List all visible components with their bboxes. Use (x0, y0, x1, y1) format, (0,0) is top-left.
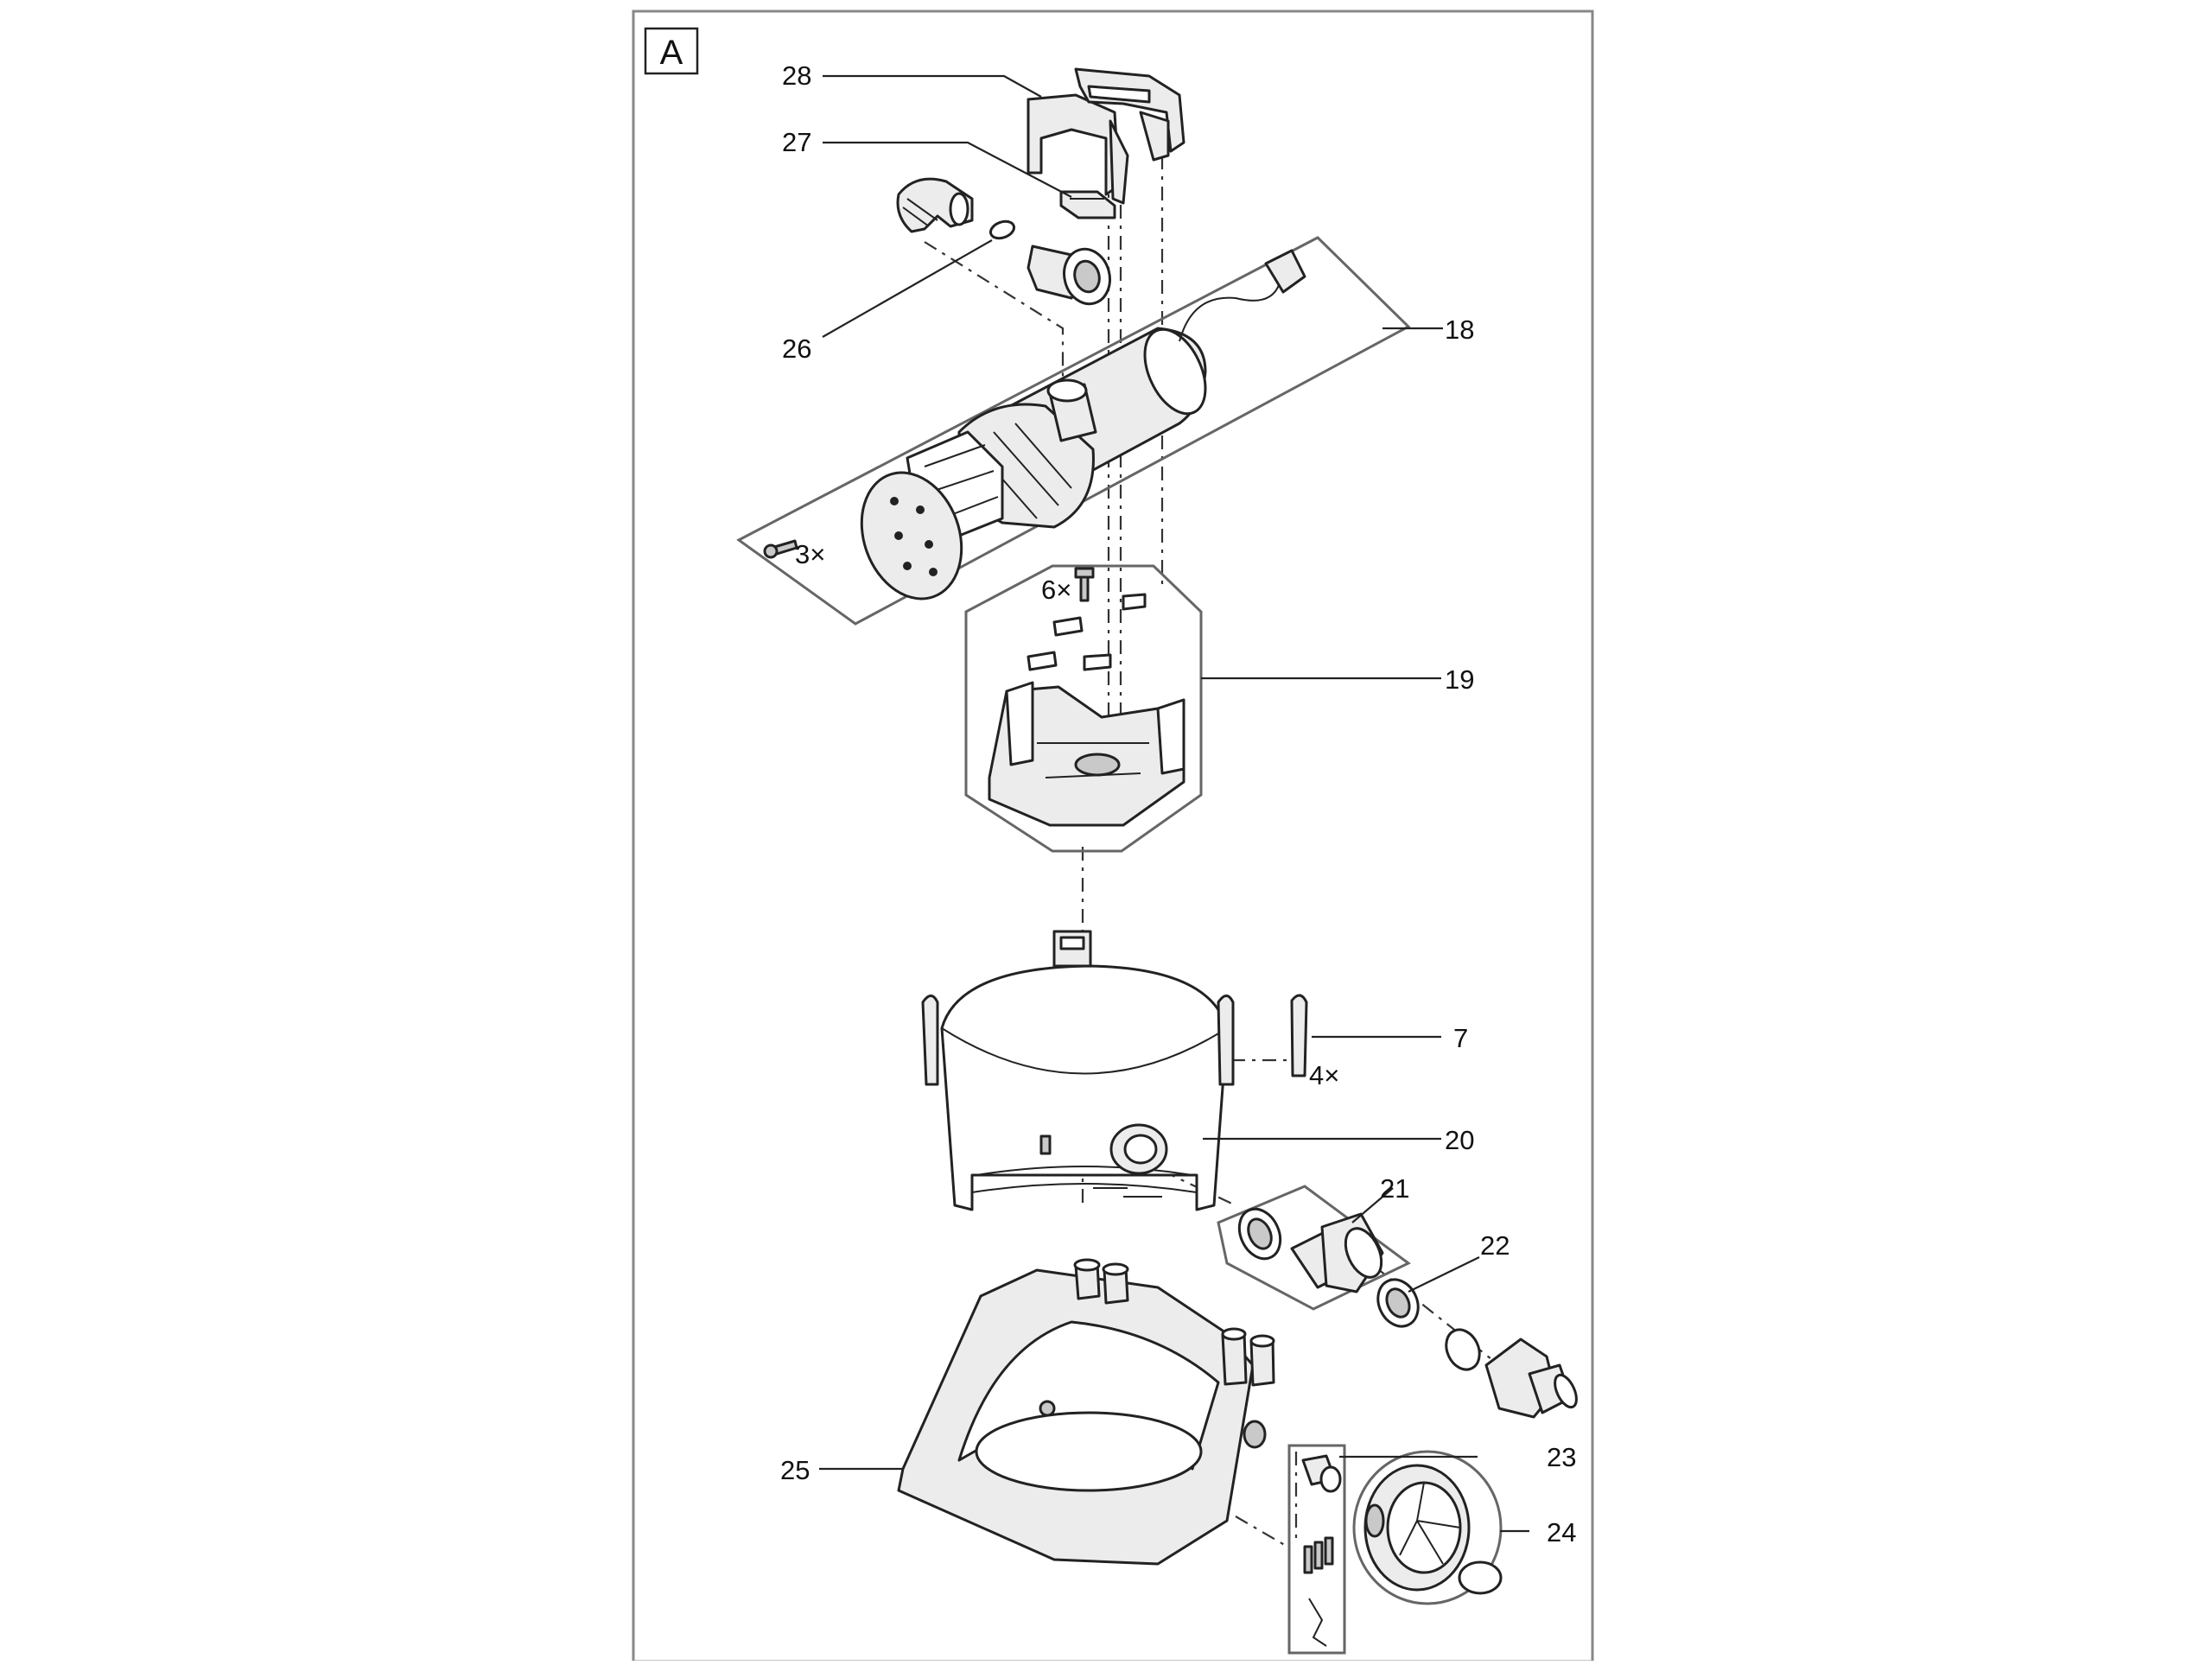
part-24-wheel (1352, 1450, 1503, 1605)
callout-18: 18 (1445, 315, 1474, 345)
callout-19: 19 (1445, 664, 1474, 695)
callout-27: 27 (782, 127, 811, 157)
part-22-fitting (1376, 1278, 1578, 1419)
part-27-clip (1059, 190, 1116, 219)
callout-labels: 28 27 26 18 19 7 20 21 22 23 24 25 (780, 60, 1576, 1547)
part-20-tank: 4× (921, 930, 1339, 1211)
part-26-elbow-set (896, 177, 1111, 306)
qty-label-7: 4× (1309, 1060, 1339, 1090)
callout-21: 21 (1380, 1173, 1409, 1204)
part-25-base (897, 1258, 1275, 1566)
callout-24: 24 (1547, 1517, 1576, 1547)
part-21-coupling-group (1217, 1185, 1411, 1311)
panel-letter: A (660, 34, 683, 72)
callout-20: 20 (1445, 1125, 1474, 1155)
part-28-clips (1027, 67, 1185, 205)
panel-letter-box (644, 27, 699, 75)
callout-28: 28 (782, 60, 811, 91)
qty-label-18: 3× (795, 539, 825, 569)
screws (1303, 1536, 1334, 1574)
callout-22: 22 (1480, 1230, 1510, 1261)
qty-label-19: 6× (1041, 575, 1071, 605)
part-18-pump-group: 3× (736, 236, 1411, 626)
part-19-bracket-group: 6× (964, 564, 1203, 853)
callout-26: 26 (782, 334, 811, 364)
leader-lines (819, 74, 1529, 1533)
callout-23: 23 (1547, 1442, 1576, 1472)
callout-25: 25 (780, 1455, 810, 1485)
part-23-axle-group (1287, 1444, 1346, 1655)
callout-7: 7 (1453, 1023, 1468, 1053)
